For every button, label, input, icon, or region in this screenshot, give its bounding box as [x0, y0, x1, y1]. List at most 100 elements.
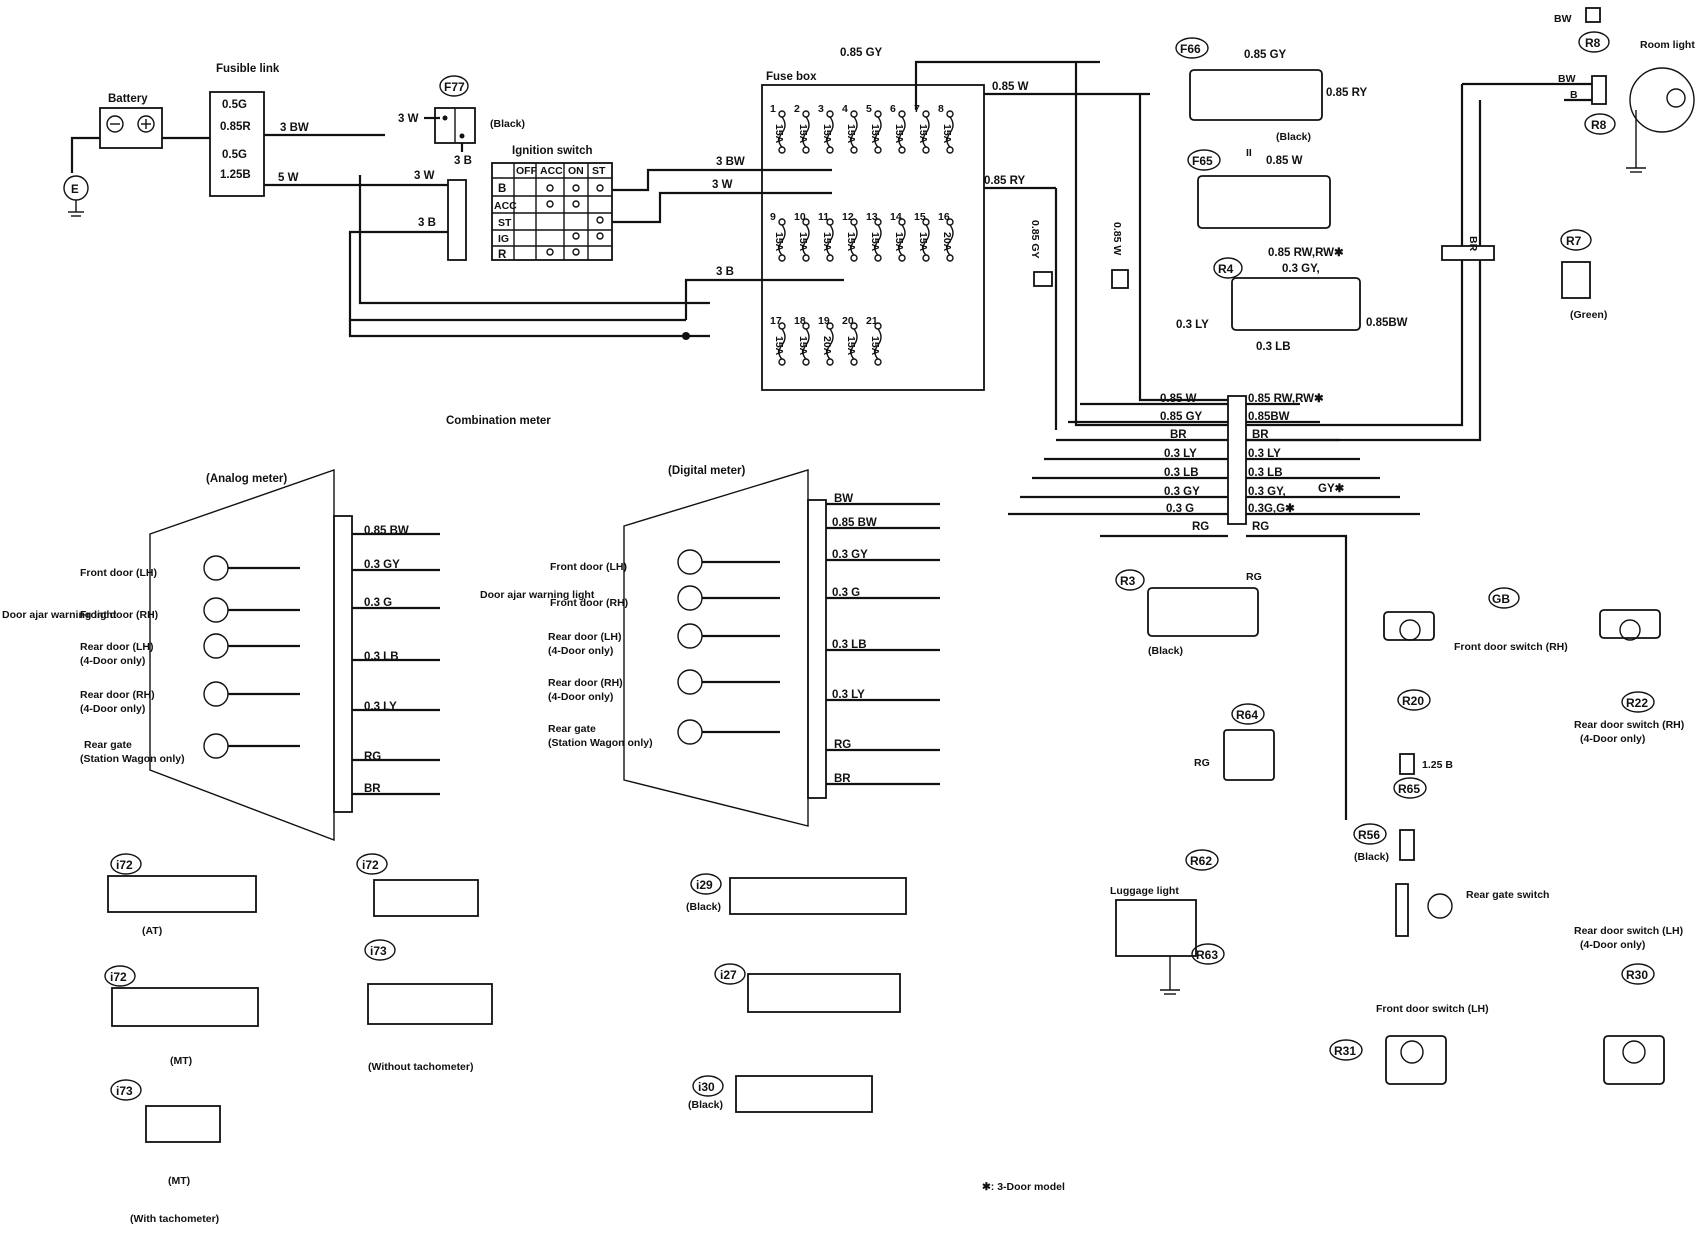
wire-label: 3 B [454, 155, 472, 167]
fuse-number: 4 [842, 103, 848, 115]
wire-label: 3 BW [716, 156, 745, 168]
switch-label: Rear gate switch [1466, 889, 1549, 901]
fuse-amps: 20A [821, 336, 833, 356]
warning-lamp [203, 633, 229, 659]
connector-tag: i30 [698, 1080, 715, 1094]
fuse: 4 15A [842, 103, 858, 154]
fuse-amps: 15A [917, 232, 929, 252]
fuse-amps: 15A [821, 232, 833, 252]
ignition-col: ACC [540, 165, 563, 177]
fuse-label: 0.5G [222, 99, 247, 111]
wire-label: RG [834, 739, 851, 751]
fuse-number: 10 [794, 211, 806, 223]
connector-r4: R4 0.85 RW,RW✱ 0.3 GY, 0.3 LY 0.3 LB 0.8… [1176, 247, 1408, 353]
wire-label: 0.3 LY [1164, 448, 1197, 460]
connector-tag: i72 [362, 858, 379, 872]
fuse-number: 16 [938, 211, 950, 223]
fuse-amps: 15A [773, 232, 785, 252]
lamp-label: Rear door (LH) [80, 641, 154, 653]
fuse-number: 5 [866, 103, 872, 115]
fusible-link: Fusible link 0.5G 0.85R 0.5G 1.25B [209, 63, 280, 197]
wire-label: 0.3 GY, [1282, 263, 1320, 275]
wire-label: BR [834, 773, 851, 785]
fuse-number: 3 [818, 103, 824, 115]
fuse-amps: 20A [941, 232, 953, 252]
fuse-number: 1 [770, 103, 776, 115]
wire-label: 3 W [712, 179, 733, 191]
wire-label: 0.85 BW [364, 525, 409, 537]
warning-lamp [677, 585, 703, 611]
fuse-label: 1.25B [220, 169, 251, 181]
connector-tag: R4 [1218, 262, 1234, 276]
battery: Battery [99, 93, 163, 149]
footnote: ✱: 3-Door model [982, 1181, 1065, 1193]
wire-label: 0.3 GY [832, 549, 868, 561]
connector-tag: i73 [370, 944, 387, 958]
warning-lamp [677, 669, 703, 695]
variant-label: (MT) [170, 1055, 192, 1067]
connector-tag: i72 [110, 970, 127, 984]
connector-i72-mt: i72 (MT) [104, 965, 259, 1067]
warning-lamp [677, 623, 703, 649]
connector-tag: R8 [1591, 118, 1607, 132]
connector-tag: i72 [116, 858, 133, 872]
connector-tag: i29 [696, 878, 713, 892]
rear-gate-switch: Rear gate switch [1395, 883, 1549, 937]
fuse-amps: 15A [773, 336, 785, 356]
fuse-amps: 15A [797, 124, 809, 144]
wire-label: 0.85 W [1111, 222, 1123, 255]
connector-tag: R63 [1196, 948, 1218, 962]
wire-label: 0.3 LB [364, 651, 399, 663]
connector-i29: i29 (Black) [686, 873, 907, 915]
connector-tag: i27 [720, 968, 737, 982]
variant-label: (Without tachometer) [368, 1061, 473, 1073]
fuse-amps: 15A [941, 124, 953, 144]
lamp-label: Rear gate [84, 739, 132, 751]
ignition-row: R [498, 249, 507, 261]
wire-label: 0.85 RW,RW✱ [1268, 247, 1344, 259]
variant-label: (With tachometer) [130, 1213, 219, 1225]
wire-label: 0.3 GY [1164, 486, 1200, 498]
connector-i72-b: i72 [356, 853, 479, 917]
lamp-label: Front door (LH) [550, 561, 627, 573]
wire-label: 0.85 W [992, 81, 1029, 93]
connector-note: (Black) [1276, 131, 1311, 143]
rear-door-switch-rh: R22 Rear door switch (RH) (4-Door only) [1574, 609, 1684, 745]
connector-tag: R3 [1120, 574, 1136, 588]
wire-label: 0.3 G [832, 587, 860, 599]
fuse: 8 15A [938, 103, 954, 154]
lamp-label: Rear door (RH) [548, 677, 623, 689]
ignition-col: OFF [516, 165, 538, 177]
fuse-number: 12 [842, 211, 854, 223]
wire-label: 3 W [414, 170, 435, 182]
wire-label: 0.3 LB [1164, 467, 1199, 479]
fuse: 16 20A [938, 211, 954, 262]
fuse-box-label: Fuse box [766, 71, 817, 83]
fuse-number: 17 [770, 315, 782, 327]
fuse-amps: 15A [845, 124, 857, 144]
wire-label: 0.85 W [1266, 155, 1303, 167]
door-ajar-label: Door ajar warning light [2, 609, 117, 621]
ignition-row: IG [498, 233, 509, 245]
connector-r65: 1.25 B R65 [1393, 753, 1453, 799]
wire-label: 0.85 GY [1244, 49, 1287, 61]
wire-label: BR [364, 783, 381, 795]
warning-lamp [203, 733, 229, 759]
ignition-switch: Ignition switch OFF ACC ON ST B ACC ST I… [491, 145, 613, 261]
fuse-box: Fuse box [761, 71, 985, 391]
lamp-label: Front door (LH) [80, 567, 157, 579]
connector-f66: F66 0.85 GY 0.85 RY (Black) [1175, 37, 1367, 143]
fuse-amps: 15A [821, 124, 833, 144]
fuse-amps: 15A [797, 232, 809, 252]
connector-r3: R3 (Black) RG [1115, 569, 1262, 657]
fuse-number: 8 [938, 103, 944, 115]
wire-label: RG [1194, 757, 1210, 769]
connector-i72-at: i72 (AT) [107, 853, 257, 937]
connector-r56: R56 (Black) [1353, 823, 1415, 863]
fuse-number: 14 [890, 211, 902, 223]
